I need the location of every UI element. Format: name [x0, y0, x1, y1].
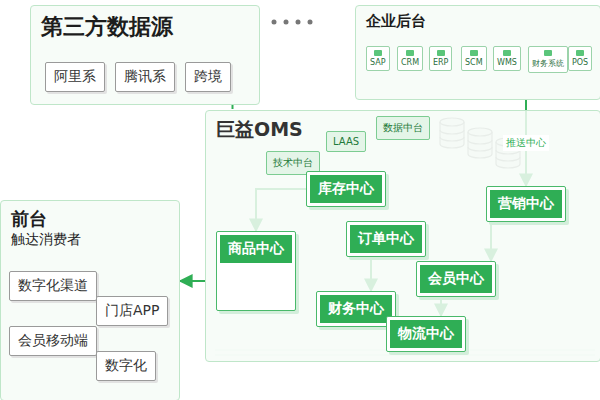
node-text: SAP [370, 58, 386, 67]
node-text: WMS [497, 58, 517, 67]
system-icon: WMS [493, 46, 521, 71]
center-box: 营销中心 [486, 186, 566, 222]
frontend-panel: 前台触达消费者数字化渠道门店APP 会员移动端数字化 [0, 200, 180, 400]
center-box: 库存中心 [306, 171, 386, 207]
node-text: 企业后台 [356, 6, 600, 31]
node-text: 物流中心 [390, 320, 462, 348]
platform-box: 数据中台 [376, 116, 430, 140]
center-box: 物流中心 [386, 316, 466, 352]
node-text: 前台 [1, 201, 179, 231]
node-text: ERP [433, 58, 448, 67]
node-text: SCM [465, 58, 483, 67]
node-text: 技术中台 [273, 156, 313, 170]
system-icon: CRM [397, 46, 423, 71]
node-text: 数字化渠道 [18, 277, 88, 295]
channel-box: 数字化 [96, 351, 156, 381]
channel-box: 门店APP [96, 296, 168, 326]
node-text: 第三方数据源 [31, 6, 259, 42]
node-text: LAAS [333, 136, 359, 147]
platform-box: LAAS [326, 131, 366, 152]
node-text: POS [572, 58, 588, 67]
flow-arrow [180, 280, 205, 282]
node-text: 腾讯系 [124, 68, 166, 86]
edge-label: 推送中心 [503, 135, 549, 151]
node-text: 阿里系 [54, 68, 96, 86]
node-text: 财务系统 [532, 58, 564, 69]
backend-panel: 企业后台 SAP CRM ERP SCM WMS 财务系统 POS [355, 5, 600, 100]
node-text: 触达消费者 [1, 231, 179, 249]
center-box: 商品中心 [216, 231, 296, 311]
node-text: CRM [401, 58, 419, 67]
node-text: 营销中心 [490, 190, 562, 218]
node-text: 会员移动端 [18, 332, 88, 350]
node-text: 库存中心 [310, 175, 382, 203]
system-icon: 财务系统 [528, 46, 568, 73]
node-text: 商品中心 [220, 235, 292, 263]
node-text: 财务中心 [320, 295, 392, 323]
source-panel: 第三方数据源阿里系 腾讯系 跨境 [30, 5, 260, 105]
channel-box: 数字化渠道 [9, 271, 97, 301]
node-text: 会员中心 [420, 265, 492, 293]
system-icon: ERP [429, 46, 452, 71]
center-box: 财务中心 [316, 291, 396, 327]
channel-box: 会员移动端 [9, 326, 97, 356]
node-text: 数字化 [105, 357, 147, 375]
source-box: 跨境 [185, 62, 231, 92]
center-box: 订单中心 [346, 221, 426, 257]
node-text: 数据中台 [383, 121, 423, 135]
source-box: 腾讯系 [115, 62, 175, 92]
node-text: 订单中心 [350, 225, 422, 253]
center-box: 会员中心 [416, 261, 496, 297]
ellipsis-dots [272, 20, 313, 25]
node-text: 门店APP [105, 302, 159, 320]
source-box: 阿里系 [45, 62, 105, 92]
system-icon: SCM [461, 46, 487, 71]
system-icon: POS [568, 46, 592, 71]
system-icon: SAP [366, 46, 390, 71]
node-text: 跨境 [194, 68, 222, 86]
